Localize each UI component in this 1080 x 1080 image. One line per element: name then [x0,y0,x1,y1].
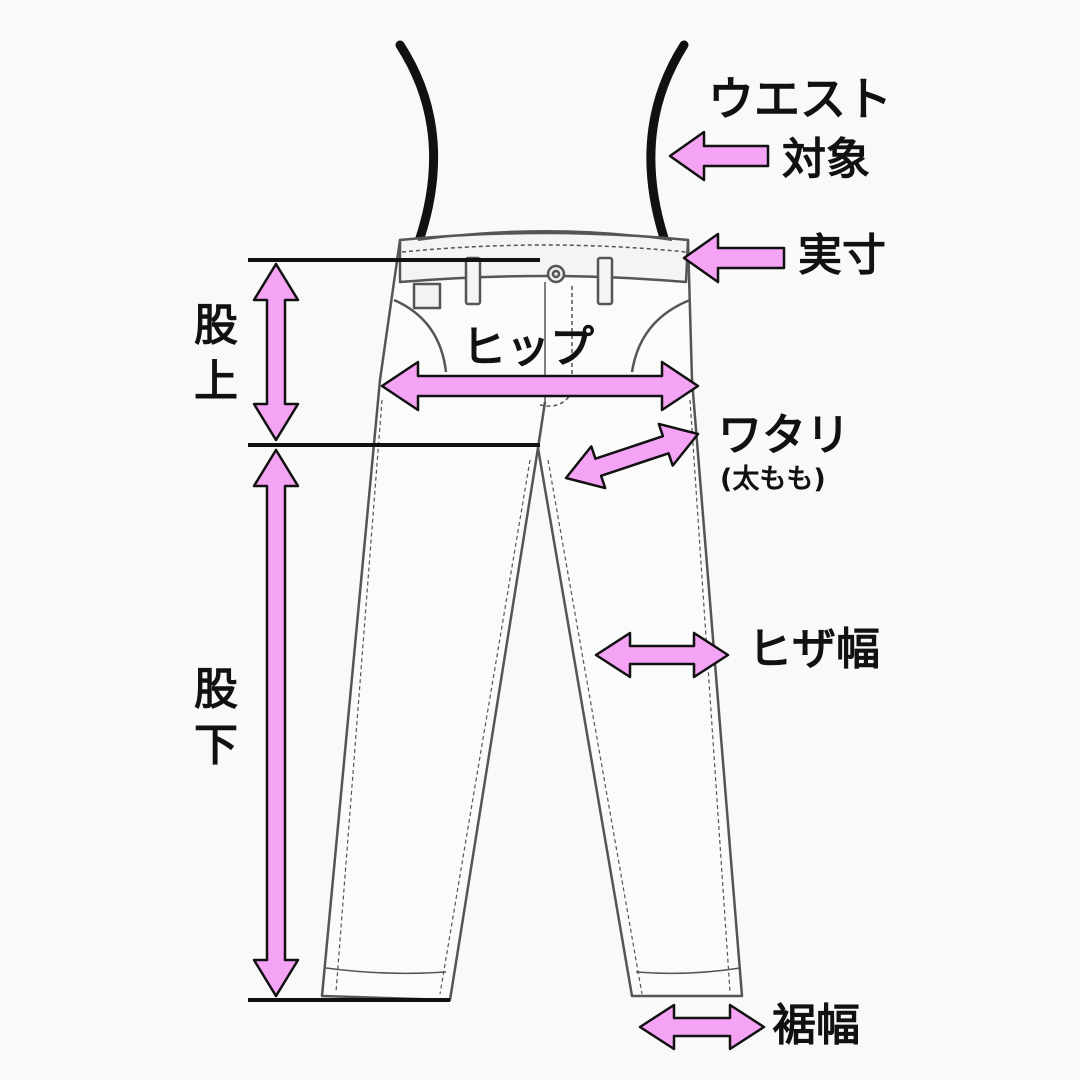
body-curve-left [395,40,439,243]
outseam-left-stitch [335,399,383,993]
belt-loop-right [596,256,614,306]
pants-outline [320,238,744,1002]
rise-arrow [252,262,300,442]
crotch-seam [536,401,547,449]
hem-left-stitch [325,967,447,975]
label-knee: ヒザ幅 [748,624,880,675]
body-curve-right [646,40,689,243]
label-inseam-2: 下 [194,720,238,771]
inseam-right-stitch [547,459,643,995]
label-rise-2: 上 [194,356,238,407]
knee-arrow [594,631,730,679]
inseam-left-stitch [439,459,531,995]
waistband [398,231,690,284]
inseam-arrow [252,448,300,998]
pocket-left [393,298,448,373]
label-rise-1: 股 [194,300,238,351]
label-hem: 裾幅 [772,1000,860,1051]
pocket-right [630,298,691,373]
hip-arrow [380,360,700,412]
thigh-arrow [564,422,700,490]
belt-loop-left [464,256,482,306]
waistband-stitch [401,244,687,253]
label-inseam-1: 股 [194,664,238,715]
waist-actual-arrow [682,232,786,284]
waist-target-arrow [668,130,770,182]
hem-arrow [638,1003,766,1051]
pants-illustration [320,230,744,1002]
label-thigh: ワタリ [718,410,850,461]
coin-pocket [412,282,442,310]
label-rise: 股 上 [194,298,238,410]
label-waist-target: 対象 [782,134,870,185]
label-thigh-note: (太もも) [720,464,826,495]
front-button [546,264,566,284]
label-waist-actual: 実寸 [798,230,886,281]
label-hip: ヒップ [462,322,594,373]
label-inseam: 股 下 [194,662,238,774]
waist-top-lip [417,230,673,241]
label-waist: ウエスト [708,72,892,126]
outseam-right-stitch [689,399,731,993]
hem-right-stitch [635,967,741,975]
